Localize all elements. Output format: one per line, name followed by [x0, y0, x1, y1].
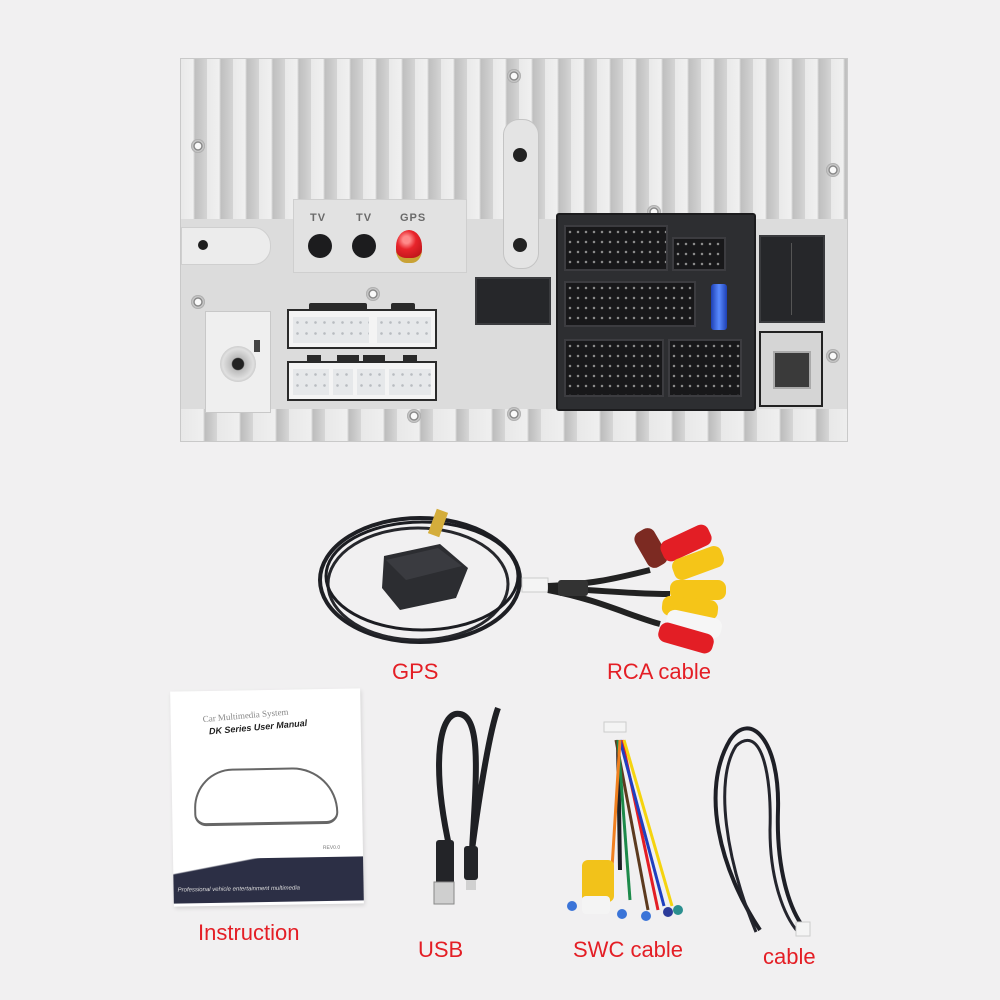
- accessory-label-swc-cable: SWC cable: [573, 937, 684, 962]
- round-connector: [220, 346, 256, 382]
- manual-revision: REV0.0: [322, 844, 341, 852]
- mounting-bracket: [503, 119, 539, 269]
- accessory-label-cable: cable: [763, 944, 816, 969]
- indicator-slot: [254, 340, 260, 352]
- tv-antenna-port-1: [308, 234, 332, 258]
- blank-port-cover: [475, 277, 551, 325]
- screw-icon: [407, 409, 421, 423]
- bracket-hole: [513, 148, 527, 162]
- round-port-module: [205, 311, 271, 413]
- rca-cable-image: [521, 524, 726, 654]
- screw-icon: [507, 69, 521, 83]
- screw-icon: [826, 163, 840, 177]
- swc-cable-image: [567, 721, 683, 921]
- screw-icon: [191, 139, 205, 153]
- user-manual-booklet: Car Multimedia System DK Series User Man…: [170, 688, 364, 907]
- connector-plug: [564, 339, 664, 397]
- manual-footer-band: [173, 856, 364, 904]
- usb-cable-image: [433, 706, 501, 905]
- screw-icon: [191, 295, 205, 309]
- screw-icon: [507, 407, 521, 421]
- connector-plug: [672, 237, 726, 271]
- gps-antenna-image: [318, 508, 522, 644]
- white-harness-connector-bottom: [287, 355, 437, 401]
- connector-plug: [668, 339, 742, 397]
- connector-plug: [564, 225, 668, 271]
- car-sketch-icon: [193, 766, 339, 827]
- tv-label-1: TV: [310, 212, 327, 224]
- bracket-hole: [513, 238, 527, 252]
- extension-cable-image: [713, 726, 811, 937]
- screw-icon: [826, 349, 840, 363]
- antenna-port-area: TV TV GPS: [293, 199, 467, 273]
- tv-label-2: TV: [356, 212, 373, 224]
- accessory-label-gps: GPS: [392, 659, 439, 684]
- accessory-label-usb: USB: [418, 937, 464, 962]
- gps-port-label: GPS: [400, 212, 427, 224]
- tv-antenna-port-2: [352, 234, 376, 258]
- head-unit-back-panel: TV TV GPS: [180, 58, 848, 442]
- accessory-label-instruction: Instruction: [198, 920, 300, 945]
- side-slot: [181, 227, 271, 265]
- blank-module-cover: [759, 235, 825, 323]
- blade-fuse: [711, 284, 727, 330]
- small-socket: [759, 331, 823, 407]
- hole: [198, 240, 208, 250]
- accessory-label-rca-cable: RCA cable: [607, 659, 711, 684]
- connector-plug: [564, 281, 696, 327]
- screw-icon: [366, 287, 380, 301]
- white-harness-connector-top: [287, 303, 437, 349]
- gps-antenna-connector: [396, 230, 422, 263]
